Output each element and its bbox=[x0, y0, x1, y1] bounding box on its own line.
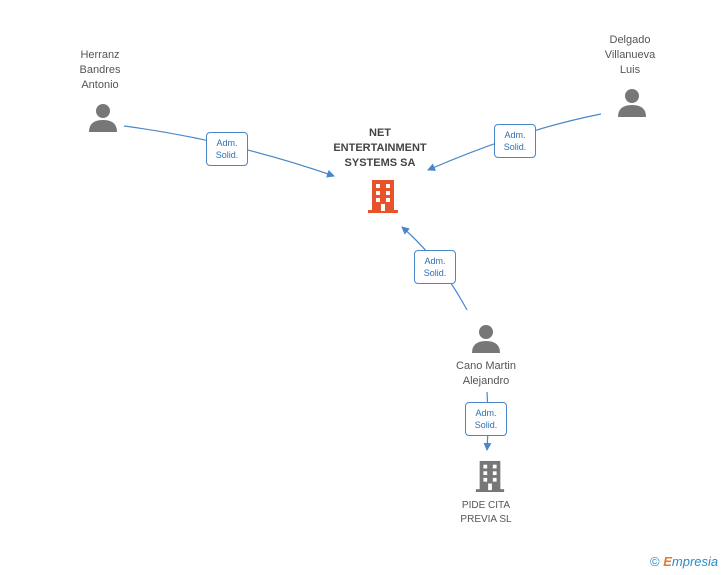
building-icon[interactable] bbox=[366, 178, 400, 214]
edge-badge-delgado-net[interactable]: Adm. Solid. bbox=[494, 124, 536, 158]
node-label-pide[interactable]: PIDE CITA PREVIA SL bbox=[460, 500, 512, 525]
node-label-cano[interactable]: Cano Martin Alejandro bbox=[456, 360, 516, 387]
person-icon[interactable] bbox=[471, 324, 501, 354]
node-label-herranz[interactable]: Herranz Bandres Antonio bbox=[79, 49, 121, 91]
building-icon[interactable] bbox=[474, 458, 506, 494]
edge-badge-cano-net[interactable]: Adm. Solid. bbox=[414, 250, 456, 284]
person-icon[interactable] bbox=[617, 88, 647, 118]
brand-logo-initial: E bbox=[663, 554, 672, 569]
node-label-net[interactable]: NET ENTERTAINMENT SYSTEMS SA bbox=[333, 127, 427, 169]
brand-footer[interactable]: © Empresia bbox=[650, 554, 728, 574]
edge-badge-cano-pide[interactable]: Adm. Solid. bbox=[465, 402, 507, 436]
brand-logo-text: mpresia bbox=[671, 554, 719, 569]
person-icon[interactable] bbox=[88, 103, 118, 133]
node-label-delgado[interactable]: Delgado Villanueva Luis bbox=[604, 34, 656, 76]
edge-badge-herranz-net[interactable]: Adm. Solid. bbox=[206, 132, 248, 166]
copyright-icon: © bbox=[650, 554, 660, 569]
